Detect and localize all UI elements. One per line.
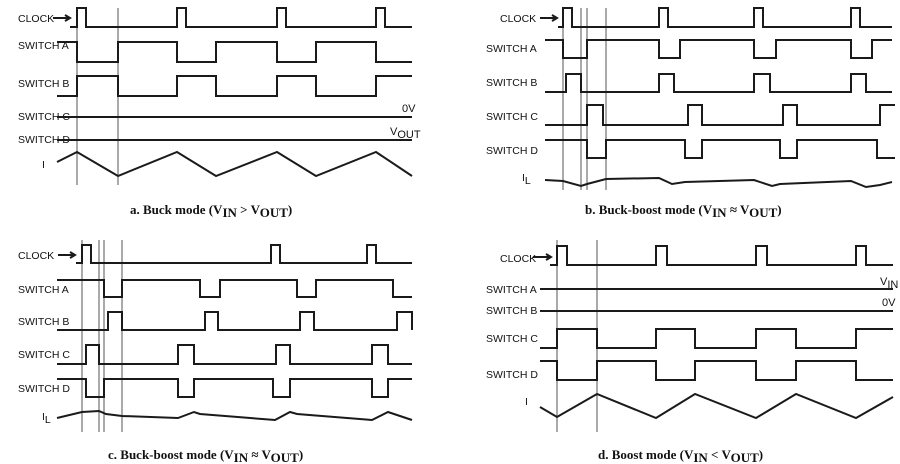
panel-c-switch-d-waveform	[57, 378, 412, 398]
panel-b-switch-d-label: SWITCH D	[486, 145, 538, 157]
panel-d-switch-a-level: VIN	[880, 276, 898, 291]
panel-d-switch-c-waveform	[540, 328, 893, 349]
panel-a-switch-c-level: 0V	[402, 103, 416, 115]
panel-b-switch-d-waveform	[545, 139, 895, 159]
panel-a-switch-d-level: VOUT	[390, 126, 421, 141]
panel-c-current-label: IL	[42, 411, 51, 426]
panel-c-clock-arrow-icon	[58, 251, 77, 259]
panel-a-switch-b-waveform	[57, 75, 412, 97]
panel-a-switch-b-label: SWITCH B	[18, 78, 69, 90]
panel-d-current-waveform	[539, 392, 894, 420]
panel-b-switch-a-label: SWITCH A	[486, 43, 537, 55]
panel-b: CLOCK SWITCH A SWITCH B SWITCH C SWITCH …	[486, 7, 895, 220]
panel-d-switch-b-label: SWITCH B	[486, 305, 537, 317]
panel-c-clock-waveform	[76, 244, 412, 264]
panel-a-switch-d-label: SWITCH D	[18, 134, 70, 146]
panel-d-clock-label: CLOCK	[500, 253, 536, 265]
panel-d-switch-d-waveform	[540, 360, 893, 381]
panel-c-switch-a-label: SWITCH A	[18, 284, 69, 296]
panel-d-clock-arrow-icon	[533, 253, 553, 261]
panel-c-switch-c-label: SWITCH C	[18, 349, 70, 361]
panel-d-vertical-markers	[556, 240, 598, 432]
panel-a-switch-a-waveform	[57, 41, 412, 63]
panel-c-switch-c-waveform	[57, 344, 412, 365]
panel-d-switch-c-label: SWITCH C	[486, 333, 538, 345]
panel-b-clock-arrow-icon	[540, 14, 559, 22]
panel-c-current-waveform	[56, 409, 413, 422]
panel-a-switch-a-label: SWITCH A	[18, 40, 69, 52]
panel-c-switch-b-label: SWITCH B	[18, 316, 69, 328]
panel-c-vertical-markers	[81, 240, 123, 432]
panel-b-caption: b. Buck-boost mode (VIN ≈ VOUT)	[585, 202, 782, 220]
panel-d-switch-a-label: SWITCH A	[486, 284, 537, 296]
panel-d-switch-b-level: 0V	[882, 297, 896, 309]
panel-c-switch-b-waveform	[57, 311, 413, 331]
panel-b-switch-b-waveform	[545, 73, 892, 93]
panel-a-clock-arrow-icon	[53, 14, 72, 22]
panel-d-switch-d-label: SWITCH D	[486, 369, 538, 381]
panel-b-vertical-markers	[562, 8, 607, 190]
panel-d: CLOCK SWITCH A SWITCH B SWITCH C SWITCH …	[486, 240, 898, 464]
panel-d-current-label: I	[525, 396, 528, 408]
panel-b-switch-a-waveform	[545, 39, 892, 59]
panel-a-clock-label: CLOCK	[18, 13, 54, 25]
panel-c-switch-d-label: SWITCH D	[18, 383, 70, 395]
panel-c-switch-a-waveform	[57, 279, 412, 298]
panel-a-vertical-markers	[76, 8, 119, 185]
panel-a-switch-c-label: SWITCH C	[18, 111, 70, 123]
panel-a-current-waveform	[56, 150, 413, 178]
panel-b-switch-b-label: SWITCH B	[486, 77, 537, 89]
panel-b-current-waveform	[544, 176, 893, 189]
panel-b-clock-waveform	[558, 7, 892, 28]
panel-a-clock-waveform	[70, 7, 412, 28]
panel-a-current-label: I	[42, 159, 45, 171]
panel-d-caption: d. Boost mode (VIN < VOUT)	[598, 447, 763, 464]
panel-c: CLOCK SWITCH A SWITCH B SWITCH C SWITCH …	[18, 240, 413, 464]
panel-b-clock-label: CLOCK	[500, 13, 536, 25]
panel-a-caption: a. Buck mode (VIN > VOUT)	[130, 202, 292, 220]
panel-b-current-label: IL	[522, 172, 531, 187]
panel-d-clock-waveform	[550, 245, 893, 266]
panel-b-switch-c-waveform	[545, 104, 895, 126]
panel-a: CLOCK SWITCH A SWITCH B SWITCH C SWITCH …	[18, 7, 421, 220]
panel-b-switch-c-label: SWITCH C	[486, 111, 538, 123]
panel-c-clock-label: CLOCK	[18, 250, 54, 262]
panel-c-caption: c. Buck-boost mode (VIN ≈ VOUT)	[108, 447, 303, 464]
